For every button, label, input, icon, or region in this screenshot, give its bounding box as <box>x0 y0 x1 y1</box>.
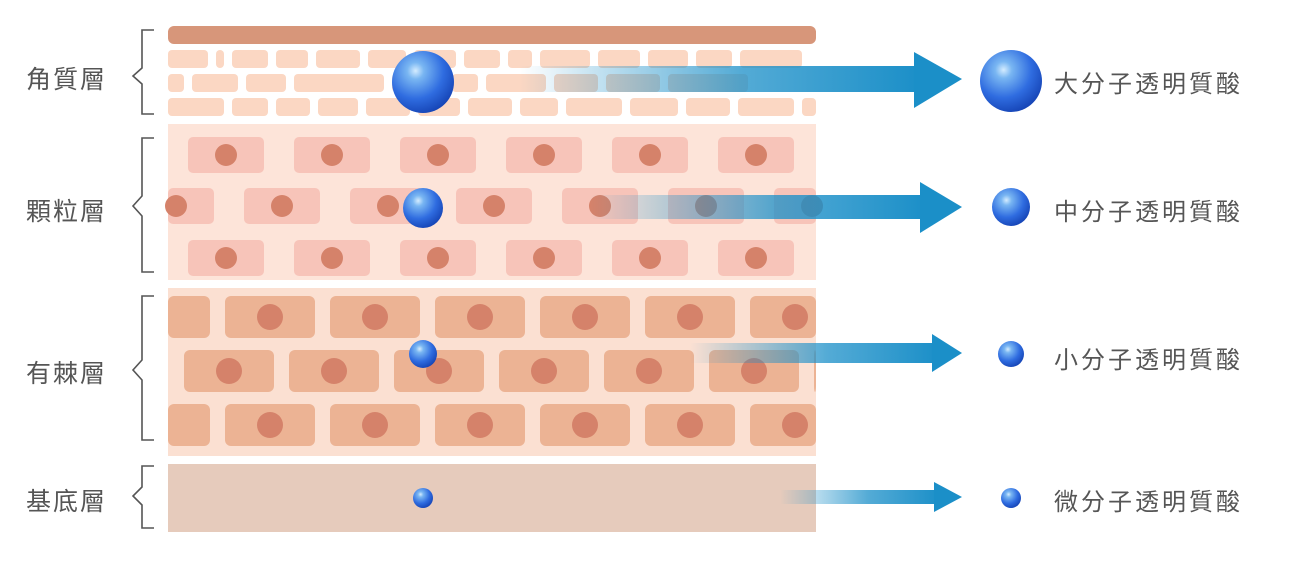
corneum-brick <box>740 50 802 68</box>
cell-nucleus <box>483 195 505 217</box>
cell-nucleus <box>639 144 661 166</box>
corneum-brick <box>168 98 224 116</box>
cell-nucleus <box>426 358 452 384</box>
cell-nucleus <box>745 144 767 166</box>
corneum-brick <box>368 50 406 68</box>
cell-nucleus <box>639 247 661 269</box>
corneum-brick <box>294 74 384 92</box>
corneum-brick <box>168 74 184 92</box>
cell-nucleus <box>467 412 493 438</box>
bracket-stratum-corneum <box>131 29 154 115</box>
cell-nucleus <box>533 247 555 269</box>
medium-molecule-droplet-icon <box>992 188 1030 226</box>
cell-nucleus <box>636 358 662 384</box>
layer-label-spinous: 有棘層 <box>26 359 108 388</box>
large-molecule-droplet-icon <box>980 50 1042 112</box>
cell-nucleus <box>215 144 237 166</box>
arrow-small <box>690 334 962 372</box>
cell-nucleus <box>377 195 399 217</box>
micro-molecule-droplet-in-skin <box>413 488 433 508</box>
arrow-medium <box>590 182 962 233</box>
cell-nucleus <box>533 144 555 166</box>
corneum-brick <box>318 98 358 116</box>
medium-molecule-droplet-in-skin <box>403 188 443 228</box>
arrow-large <box>520 52 962 108</box>
layer-label-granular: 顆粒層 <box>26 197 108 226</box>
cell-nucleus <box>427 144 449 166</box>
cell-nucleus <box>427 247 449 269</box>
corneum-brick <box>566 98 622 116</box>
corneum-brick <box>520 98 558 116</box>
corneum-brick <box>276 98 310 116</box>
spinous-cell <box>168 296 210 338</box>
corneum-brick <box>696 50 732 68</box>
small-molecule-droplet-in-skin <box>409 340 437 368</box>
molecule-label-large: 大分子透明質酸 <box>1054 70 1243 98</box>
corneum-brick <box>216 50 224 68</box>
corneum-brick <box>802 98 816 116</box>
arrow-micro <box>780 482 962 512</box>
cell-nucleus <box>257 412 283 438</box>
cell-nucleus <box>257 304 283 330</box>
corneum-brick <box>468 98 512 116</box>
basal-layer <box>168 464 816 532</box>
layer-label-stratum-corneum: 角質層 <box>26 65 108 94</box>
micro-molecule-droplet-icon <box>1001 488 1021 508</box>
granular-cells <box>165 137 823 276</box>
corneum-brick <box>168 50 208 68</box>
cell-nucleus <box>572 412 598 438</box>
corneum-brick <box>316 50 360 68</box>
corneum-brick <box>540 50 590 68</box>
cell-nucleus <box>321 247 343 269</box>
corneum-brick <box>452 74 478 92</box>
large-molecule-droplet-in-skin <box>392 51 454 113</box>
corneum-brick <box>366 98 410 116</box>
corneum-brick <box>508 50 532 68</box>
corneum-brick <box>686 98 730 116</box>
cell-nucleus <box>321 358 347 384</box>
bracket-granular <box>131 137 154 273</box>
cell-nucleus <box>677 412 703 438</box>
corneum-brick <box>630 98 678 116</box>
bracket-basal <box>131 465 154 529</box>
molecule-label-small: 小分子透明質酸 <box>1054 346 1243 374</box>
layer-label-basal: 基底層 <box>26 487 108 516</box>
cell-nucleus <box>531 358 557 384</box>
cell-nucleus <box>271 195 293 217</box>
corneum-brick <box>246 74 286 92</box>
corneum-brick <box>276 50 308 68</box>
cell-nucleus <box>782 304 808 330</box>
cell-nucleus <box>362 304 388 330</box>
spinous-cell <box>168 404 210 446</box>
corneum-brick <box>598 50 640 68</box>
small-molecule-droplet-icon <box>998 341 1024 367</box>
cell-nucleus <box>165 195 187 217</box>
stratum-corneum-top-band <box>168 26 816 44</box>
cell-nucleus <box>362 412 388 438</box>
cell-nucleus <box>741 358 767 384</box>
cell-nucleus <box>321 144 343 166</box>
corneum-brick <box>464 50 500 68</box>
cell-nucleus <box>677 304 703 330</box>
molecule-label-micro: 微分子透明質酸 <box>1054 488 1243 516</box>
cell-nucleus <box>467 304 493 330</box>
corneum-brick <box>738 98 794 116</box>
corneum-brick <box>232 50 268 68</box>
bracket-spinous <box>131 295 154 441</box>
cell-nucleus <box>745 247 767 269</box>
corneum-brick <box>232 98 268 116</box>
cell-nucleus <box>216 358 242 384</box>
molecule-label-medium: 中分子透明質酸 <box>1054 198 1243 226</box>
corneum-brick <box>648 50 688 68</box>
corneum-brick <box>192 74 238 92</box>
cell-nucleus <box>782 412 808 438</box>
cell-nucleus <box>572 304 598 330</box>
cell-nucleus <box>215 247 237 269</box>
